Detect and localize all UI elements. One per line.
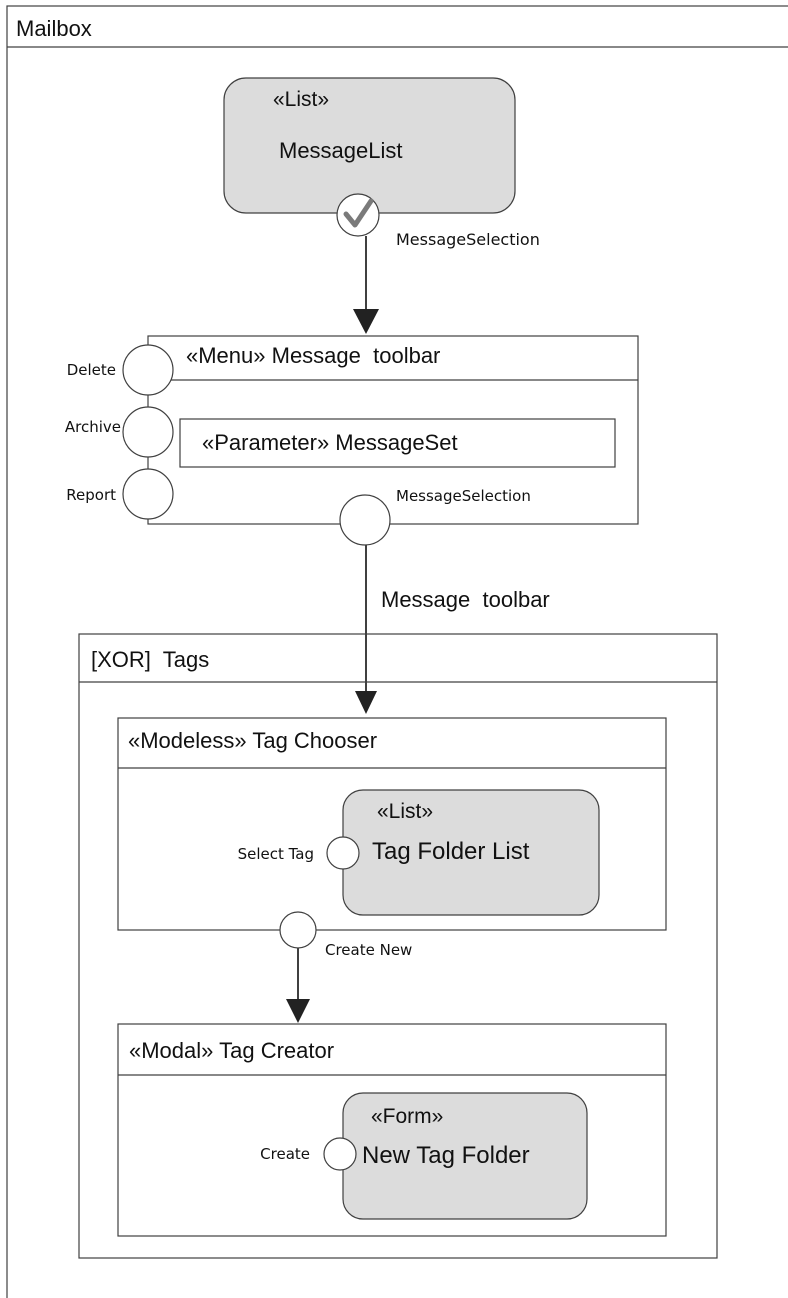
message-toolbar-title: «Menu» Message toolbar bbox=[186, 343, 440, 368]
new-tag-folder-name: New Tag Folder bbox=[362, 1142, 530, 1169]
delete-label: Delete bbox=[67, 361, 116, 379]
message-list-name: MessageList bbox=[279, 138, 403, 163]
toolbar-selection-label: MessageSelection bbox=[396, 487, 531, 505]
xor-tags-title: [XOR] Tags bbox=[91, 647, 209, 672]
checkmark-icon bbox=[343, 198, 374, 228]
arrowhead-icon bbox=[353, 309, 379, 334]
message-selection-port: MessageSelection bbox=[336, 193, 540, 249]
message-toolbar-node: «Menu» Message toolbar «Parameter» Messa… bbox=[65, 335, 639, 546]
tag-chooser-node: «Modeless» Tag Chooser «List» Tag Folder… bbox=[117, 717, 667, 959]
tag-creator-node: «Modal» Tag Creator «Form» New Tag Folde… bbox=[117, 1023, 667, 1237]
flow-arrow-toolbar-to-chooser: Message toolbar bbox=[355, 545, 550, 714]
create-port bbox=[323, 1137, 357, 1171]
xor-tags-container: [XOR] Tags bbox=[78, 633, 718, 1259]
message-list-node: «List» MessageList bbox=[223, 77, 516, 214]
tag-creator-title: «Modal» Tag Creator bbox=[129, 1038, 334, 1063]
toolbar-selection-port bbox=[339, 494, 391, 546]
parameter-label: «Parameter» MessageSet bbox=[202, 430, 458, 455]
tag-chooser-title: «Modeless» Tag Chooser bbox=[128, 728, 377, 753]
select-tag-label: Select Tag bbox=[238, 845, 314, 863]
tag-folder-list-stereotype: «List» bbox=[377, 800, 433, 823]
message-selection-label: MessageSelection bbox=[396, 230, 540, 249]
arrowhead-icon bbox=[355, 691, 377, 714]
create-new-port bbox=[279, 911, 317, 949]
create-label: Create bbox=[260, 1145, 310, 1163]
archive-label: Archive bbox=[65, 418, 121, 436]
flow-label-message-toolbar: Message toolbar bbox=[381, 587, 550, 612]
tag-folder-list-name: Tag Folder List bbox=[372, 838, 530, 865]
report-port bbox=[122, 468, 174, 520]
message-list-stereotype: «List» bbox=[273, 88, 329, 111]
create-new-label: Create New bbox=[325, 941, 412, 959]
select-tag-port bbox=[326, 836, 360, 870]
delete-port bbox=[122, 344, 174, 396]
report-label: Report bbox=[66, 486, 116, 504]
arrowhead-icon bbox=[286, 999, 310, 1023]
archive-port bbox=[122, 406, 174, 458]
flow-arrow-chooser-to-creator bbox=[286, 948, 310, 1023]
flow-arrow-list-to-toolbar bbox=[353, 236, 379, 334]
parameter-box bbox=[179, 418, 616, 468]
mailbox-title: Mailbox bbox=[16, 16, 92, 41]
new-tag-folder-stereotype: «Form» bbox=[371, 1105, 443, 1128]
